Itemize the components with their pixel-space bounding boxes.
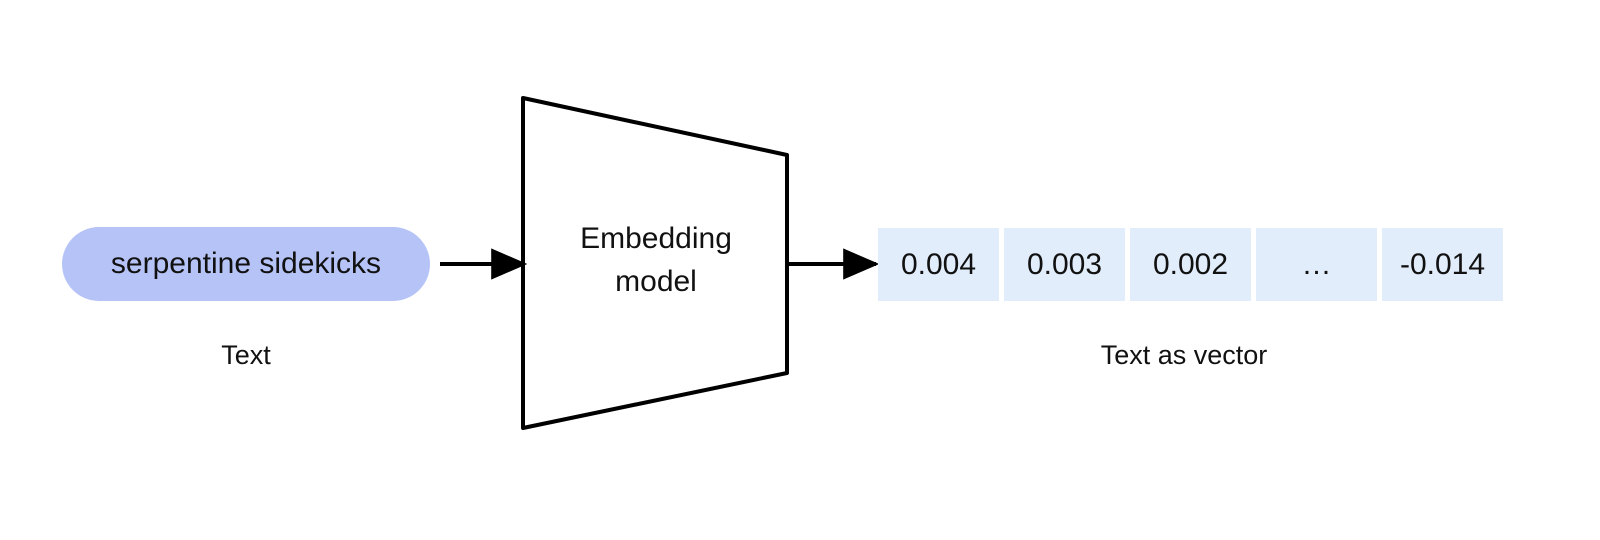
- vector-cell: 0.004: [878, 228, 999, 301]
- input-text-pill: serpentine sidekicks: [62, 227, 430, 301]
- vector-cell: -0.014: [1382, 228, 1503, 301]
- vector-strip: 0.004 0.003 0.002 … -0.014: [878, 228, 1503, 301]
- embedding-model-label: Embedding model: [540, 218, 772, 303]
- vector-cell: 0.003: [1004, 228, 1125, 301]
- embedding-model-label-line2: model: [615, 264, 697, 298]
- embedding-model-label-line1: Embedding: [580, 222, 732, 255]
- vector-cell-ellipsis: …: [1256, 228, 1377, 301]
- caption-text: Text: [221, 340, 271, 370]
- vector-cell: 0.002: [1130, 228, 1251, 301]
- input-text-label: serpentine sidekicks: [110, 247, 382, 280]
- caption-vector: Text as vector: [1100, 340, 1268, 370]
